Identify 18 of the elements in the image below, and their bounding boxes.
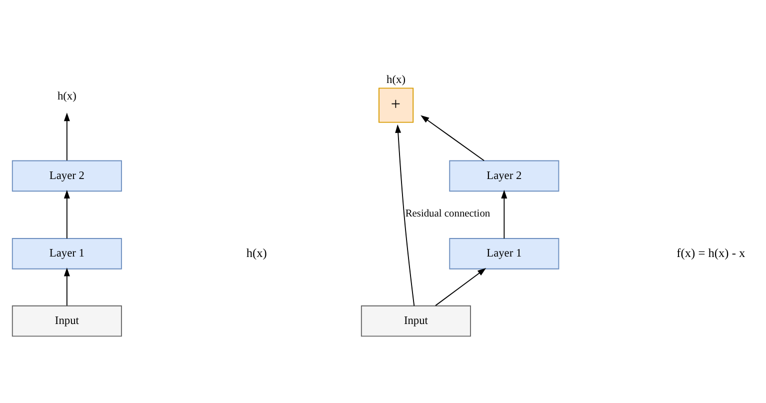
arrow: [64, 189, 70, 238]
node-label: h(x): [386, 74, 406, 86]
node-box: Layer 2: [12, 160, 122, 192]
edge-label: Residual connection: [405, 208, 490, 220]
arrow: [64, 267, 70, 306]
arrow: [501, 189, 508, 238]
node-box: Input: [360, 304, 471, 336]
label: h(x): [246, 245, 267, 260]
label: f(x) = h(x) - x: [676, 245, 746, 260]
node-box: Input: [12, 304, 122, 336]
arrow: [435, 268, 486, 306]
node-text: h(x): [57, 90, 76, 102]
arrow: [420, 114, 485, 161]
node-box: Layer 1: [12, 238, 122, 269]
arrow: [395, 124, 415, 306]
node-box: Layer 2: [449, 160, 560, 192]
arrow: [64, 112, 70, 160]
node-box: Layer 1: [449, 238, 560, 269]
